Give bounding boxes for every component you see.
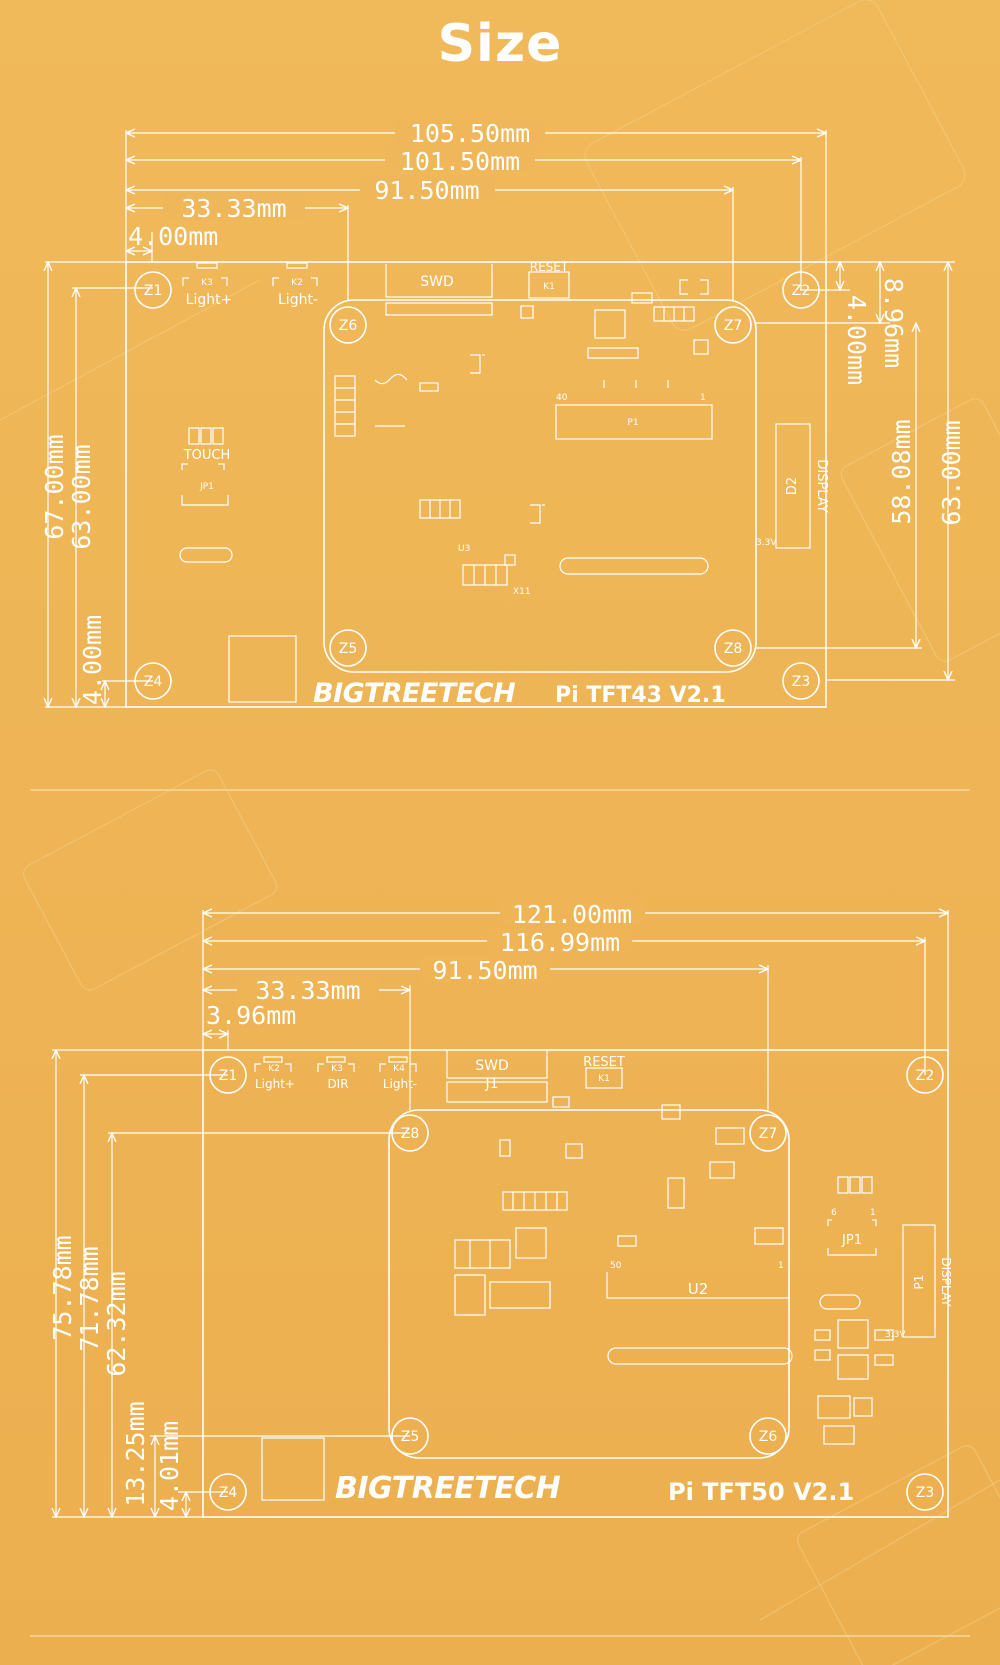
label-pin1: 1 bbox=[700, 393, 706, 403]
hole-z5: Z5 bbox=[401, 1429, 420, 1445]
brand-logo: BIGTREETECH bbox=[313, 678, 516, 709]
model-label: Pi TFT50 V2.1 bbox=[668, 1478, 854, 1506]
horizontal-dimensions: 121.00mm 116.99mm 91.50mm 33.33mm 3.96mm bbox=[203, 899, 948, 1110]
display-connector bbox=[775, 423, 811, 549]
label-pin6: 6 bbox=[831, 1208, 837, 1218]
hole-z1: Z1 bbox=[144, 283, 163, 299]
label-light-plus: Light+ bbox=[186, 292, 233, 308]
board-outline bbox=[125, 261, 827, 708]
hole-z7: Z7 bbox=[724, 318, 743, 334]
label-reset: RESET bbox=[583, 1055, 625, 1070]
hole-z4: Z4 bbox=[219, 1485, 238, 1501]
dim-33-33: 33.33mm bbox=[181, 194, 286, 223]
label-k1: K1 bbox=[543, 282, 555, 292]
pi-module-outline bbox=[323, 299, 757, 673]
label-touch: TOUCH bbox=[183, 448, 231, 463]
dim-63-00: 63.00mm bbox=[67, 444, 96, 549]
board-outline bbox=[202, 1049, 949, 1518]
label-u3: U3 bbox=[458, 544, 470, 554]
header-p1 bbox=[555, 404, 713, 440]
hole-z6: Z6 bbox=[339, 318, 358, 334]
page-title: Size bbox=[437, 14, 563, 74]
dim-8-96: 8.96mm bbox=[879, 278, 908, 368]
label-pin40: 40 bbox=[556, 393, 568, 403]
label-jp1-pin1: 1 bbox=[870, 1208, 876, 1218]
label-light-plus: Light+ bbox=[255, 1077, 295, 1091]
hole-z6: Z6 bbox=[759, 1429, 778, 1445]
mounting-holes: Z1 Z2 Z3 Z4 Z5 Z6 Z7 Z8 bbox=[134, 271, 820, 700]
hole-z4: Z4 bbox=[144, 674, 163, 690]
hole-z8: Z8 bbox=[724, 641, 743, 657]
left-vertical-dimensions: 75.78mm 71.78mm 62.32mm 13.25mm 4.01mm bbox=[48, 1050, 410, 1517]
label-k1: K1 bbox=[598, 1074, 610, 1084]
label-pin1-u2: 1 bbox=[778, 1261, 784, 1271]
dim-4-00-right: 4.00mm bbox=[842, 295, 871, 385]
label-display: DISPLAY bbox=[814, 459, 829, 512]
dim-4-00: 4.00mm bbox=[128, 222, 218, 251]
dim-67-00: 67.00mm bbox=[40, 434, 69, 539]
brand-logo: BIGTREETECH bbox=[335, 1471, 561, 1506]
silkscreen: K2 Light+ K3 DIR K4 Light- SWD J1 RESET … bbox=[254, 1050, 953, 1501]
label-light-minus: Light- bbox=[278, 292, 318, 308]
label-k3: K3 bbox=[201, 278, 213, 288]
dim-4-01: 4.01mm bbox=[155, 1421, 184, 1511]
hole-z2: Z2 bbox=[792, 283, 811, 299]
label-x11: X11 bbox=[513, 587, 531, 597]
board-tft50: 121.00mm 116.99mm 91.50mm 33.33mm 3.96mm bbox=[48, 899, 953, 1517]
dim-4-00-left: 4.00mm bbox=[78, 615, 107, 705]
label-display: DISPLAY bbox=[939, 1257, 953, 1307]
label-3v3: 3.3V bbox=[756, 538, 777, 548]
label-k3: K3 bbox=[331, 1064, 343, 1074]
silkscreen: K3 Light+ K2 Light- SWD RESET K1 bbox=[179, 260, 829, 703]
label-j1: J1 bbox=[484, 1076, 498, 1092]
hole-z1: Z1 bbox=[219, 1068, 238, 1084]
label-p1: P1 bbox=[627, 418, 638, 428]
label-u2: U2 bbox=[688, 1280, 709, 1298]
label-jp1: JP1 bbox=[841, 1233, 862, 1248]
hole-z3: Z3 bbox=[792, 674, 811, 690]
dim-13-25: 13.25mm bbox=[121, 1401, 150, 1506]
left-vertical-dimensions: 67.00mm 63.00mm 4.00mm bbox=[40, 262, 153, 707]
label-dir: DIR bbox=[327, 1077, 348, 1091]
label-d2: D2 bbox=[785, 477, 800, 495]
label-p1: P1 bbox=[912, 1275, 926, 1290]
label-k2: K2 bbox=[268, 1064, 280, 1074]
label-jp1: JP1 bbox=[199, 482, 214, 492]
dim-63-00-right: 63.00mm bbox=[937, 420, 966, 525]
hole-z2: Z2 bbox=[916, 1068, 935, 1084]
label-k2: K2 bbox=[291, 278, 303, 288]
label-reset: RESET bbox=[530, 260, 569, 274]
dim-62-32: 62.32mm bbox=[102, 1271, 131, 1376]
hole-z7: Z7 bbox=[759, 1126, 778, 1142]
dim-58-08: 58.08mm bbox=[887, 419, 916, 524]
dim-71-78: 71.78mm bbox=[75, 1246, 104, 1351]
label-swd: SWD bbox=[420, 274, 454, 290]
label-light-minus: Light- bbox=[383, 1077, 417, 1091]
dim-121-00: 121.00mm bbox=[512, 900, 632, 929]
dim-91-50: 91.50mm bbox=[432, 956, 537, 985]
model-label: Pi TFT43 V2.1 bbox=[555, 683, 726, 708]
display-connector bbox=[902, 1224, 936, 1338]
mounting-holes: Z1 Z2 Z3 Z4 Z5 Z6 Z7 Z8 bbox=[209, 1056, 944, 1511]
dim-33-33: 33.33mm bbox=[255, 976, 360, 1005]
label-k4: K4 bbox=[393, 1064, 405, 1074]
hole-z3: Z3 bbox=[916, 1485, 935, 1501]
board-tft43: 105.50mm 101.50mm 91.50mm 33.33mm 4.00mm… bbox=[40, 118, 966, 709]
horizontal-dimensions: 105.50mm 101.50mm 91.50mm 33.33mm 4.00mm bbox=[126, 118, 826, 300]
dim-101-50: 101.50mm bbox=[400, 147, 520, 176]
dim-91-50: 91.50mm bbox=[374, 176, 479, 205]
dim-116-99: 116.99mm bbox=[500, 928, 620, 957]
label-3v3: 3.3V bbox=[885, 1330, 906, 1340]
dim-75-78: 75.78mm bbox=[48, 1235, 77, 1340]
label-swd: SWD bbox=[475, 1058, 509, 1074]
dim-3-96: 3.96mm bbox=[206, 1001, 296, 1030]
right-vertical-dimensions: 4.00mm 8.96mm 58.08mm 63.00mm bbox=[756, 262, 966, 680]
dim-105-50: 105.50mm bbox=[410, 119, 530, 148]
hole-z5: Z5 bbox=[339, 641, 358, 657]
hole-z8: Z8 bbox=[401, 1126, 420, 1142]
label-pin50: 50 bbox=[610, 1261, 622, 1271]
